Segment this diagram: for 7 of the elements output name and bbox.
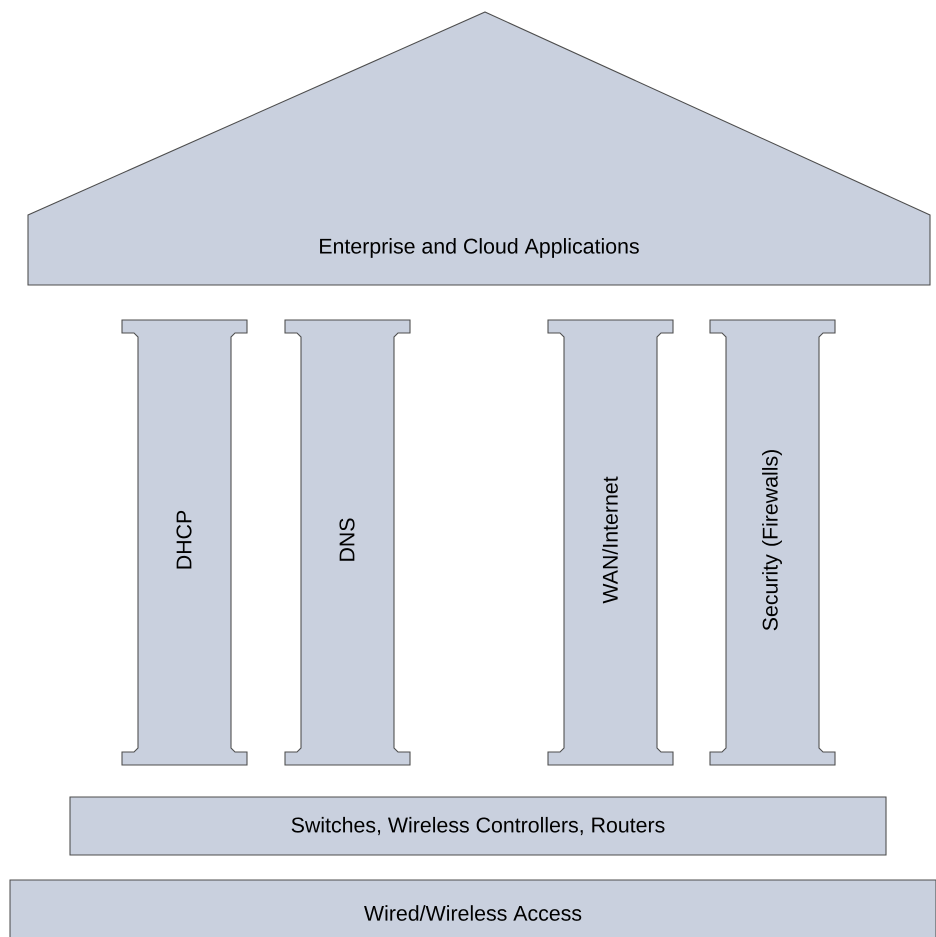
layer-bar: Switches, Wireless Controllers, Routers (69, 796, 887, 856)
column: DNS (284, 319, 411, 766)
layer-bar: Wired/Wireless Access (9, 879, 936, 937)
column: DHCP (121, 319, 248, 766)
column: WAN/Internet (547, 319, 674, 766)
column: Security (Firewalls) (709, 319, 836, 766)
roof: Enterprise and Cloud Applications (27, 11, 931, 286)
